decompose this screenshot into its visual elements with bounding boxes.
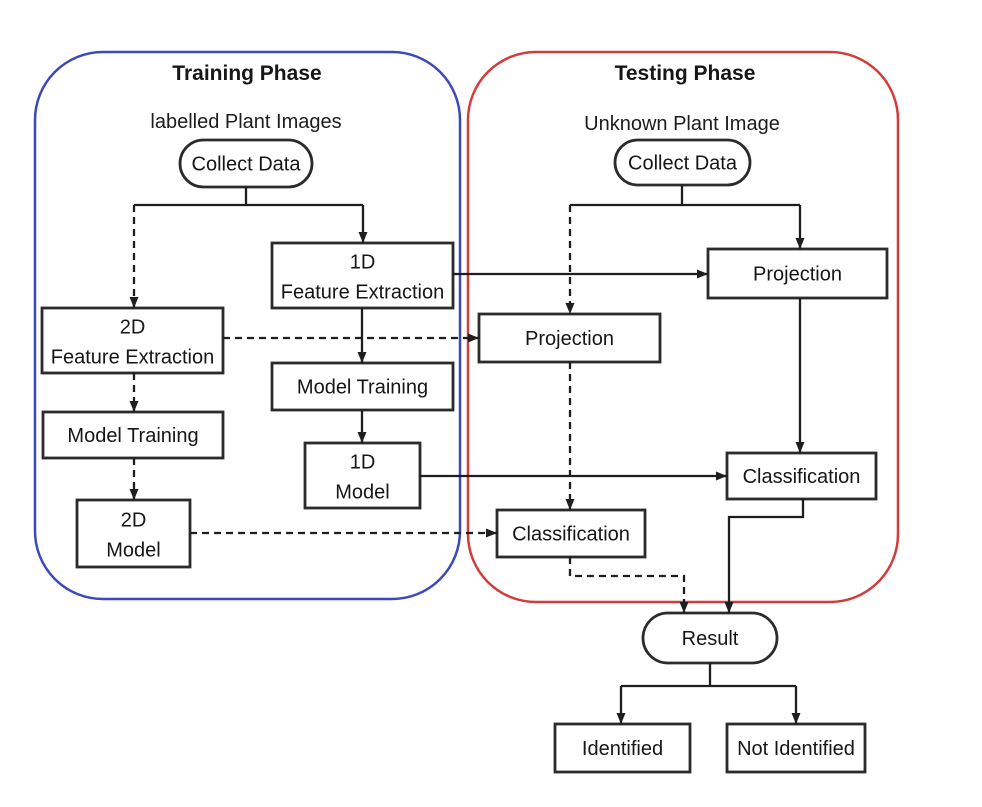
node-projection-2d: Projection (477, 312, 662, 364)
training-phase-frame (33, 50, 462, 601)
node-model-training-2d-label: Model Training (67, 425, 198, 447)
training-phase-container: Training Phase labelled Plant Images (33, 50, 462, 601)
node-model-training-1d-label: Model Training (297, 377, 428, 399)
node-identified-label: Identified (582, 738, 663, 760)
node-result-label: Result (682, 628, 739, 650)
node-identified-shape (553, 722, 692, 774)
node-collect-data-testing-label: Collect Data (628, 153, 738, 175)
testing-phase-subtitle: Unknown Plant Image (584, 113, 780, 135)
node-projection-1d-label: Projection (753, 264, 842, 286)
node-feature-extraction-2d-shape (40, 306, 225, 375)
node-not-identified-label: Not Identified (737, 738, 855, 760)
node-not-identified-shape (725, 722, 867, 774)
node-classification-1d-shape (725, 451, 878, 501)
training-phase-subtitle: labelled Plant Images (150, 111, 341, 133)
training-phase-title: Training Phase (172, 62, 321, 85)
edge-classification1d-to-result (724, 499, 805, 613)
node-model-training-2d: Model Training (41, 410, 225, 460)
node-identified: Identified (553, 722, 692, 774)
node-result: Result (641, 611, 779, 665)
node-classification-2d: Classification (495, 508, 647, 559)
node-classification-1d: Classification (725, 451, 878, 501)
node-projection-1d: Projection (706, 247, 889, 300)
node-collect-data-training: Collect Data (178, 138, 314, 189)
node-projection-2d-label: Projection (525, 328, 614, 350)
node-not-identified: Not Identified (725, 722, 867, 774)
node-collect-data-training-label: Collect Data (192, 154, 302, 176)
node-collect-data-testing: Collect Data (613, 138, 752, 187)
edge-classification2d-to-result (568, 557, 689, 613)
node-feature-extraction-1d-shape (270, 241, 455, 310)
node-classification-2d-shape (495, 508, 647, 559)
node-classification-2d-label: Classification (512, 524, 630, 546)
node-projection-1d-shape (706, 247, 889, 300)
testing-phase-title: Testing Phase (615, 62, 756, 85)
node-model-training-1d: Model Training (270, 361, 455, 412)
node-classification-1d-label: Classification (743, 466, 861, 488)
